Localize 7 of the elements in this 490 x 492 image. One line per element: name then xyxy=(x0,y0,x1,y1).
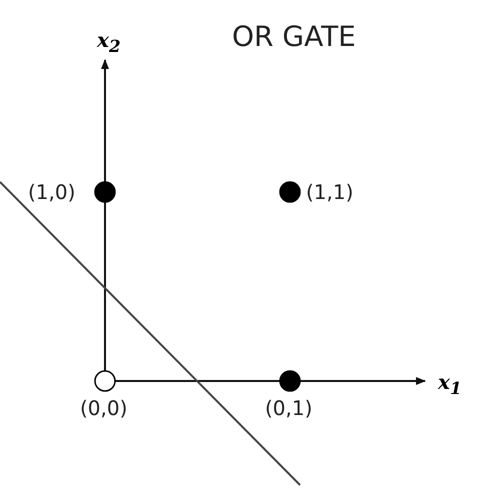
point-label: (0,1) xyxy=(265,396,312,420)
point-label: (0,0) xyxy=(80,396,128,420)
point-label: (1,0) xyxy=(28,180,76,204)
axis-label: x$_{1}$ xyxy=(438,370,462,400)
point-label: (1,1) xyxy=(306,180,354,204)
chart-title: OR GATE xyxy=(232,20,356,54)
axis-label: x$_{2}$ xyxy=(97,28,121,58)
